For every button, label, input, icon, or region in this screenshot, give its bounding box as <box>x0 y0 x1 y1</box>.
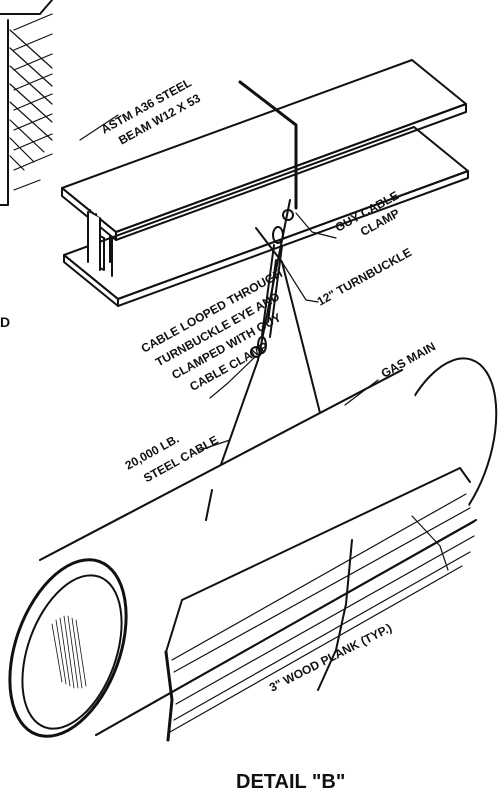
turnbuckle-label-group: 12" TURNBUCKLE <box>315 245 414 308</box>
lower-clamp-icon <box>250 346 262 358</box>
pipe-inner-shading <box>51 615 87 689</box>
pipe-inner-wall <box>21 574 123 730</box>
guy-clamp-label-group: GUY CABLE CLAMP <box>333 188 402 239</box>
leader-loop <box>209 355 257 399</box>
detail-title: DETAIL "B" <box>236 771 345 793</box>
leader-turnbuckle <box>281 261 319 303</box>
hatched-wall-fragment <box>0 0 53 206</box>
beam-web-front <box>88 212 100 270</box>
guy-cable-clamp-icon <box>282 209 294 221</box>
cable-over-beam <box>238 80 298 210</box>
wall-hatching <box>9 13 53 191</box>
wood-planks <box>164 467 475 742</box>
wall-edge <box>0 19 9 206</box>
left-fragment-text: D <box>0 314 10 330</box>
gas-main-pipe <box>8 357 498 738</box>
leader-steel-cable <box>199 439 231 451</box>
turnbuckle-body <box>261 244 283 338</box>
turnbuckle-label: 12" TURNBUCKLE <box>315 245 414 308</box>
turnbuckle-icon <box>257 226 284 354</box>
pipe-near-end <box>8 558 128 738</box>
pipe-body-fill <box>40 370 476 735</box>
wall-top-edge <box>0 0 53 15</box>
plank-end-edge <box>164 650 174 742</box>
leader-wood-plank <box>411 515 449 571</box>
beam-web-outline <box>87 211 113 277</box>
gas-main-label-group: GAS MAIN <box>379 339 438 380</box>
leader-beam <box>79 114 119 141</box>
cable-wrap-pipe <box>317 539 353 691</box>
beam-bottom-flange-front <box>63 254 119 307</box>
beam-label-group: ASTM A36 STEEL BEAM W12 X 53 <box>99 75 203 147</box>
beam-bottom-flange-side <box>117 170 469 307</box>
cable-upper-right <box>255 227 283 263</box>
steel-i-beam <box>61 59 469 307</box>
leader-lines <box>79 114 449 571</box>
leader-guy-clamp <box>295 212 337 239</box>
plank-lines <box>169 493 475 733</box>
gas-main-label: GAS MAIN <box>379 339 438 380</box>
plank-top-edge <box>165 467 471 653</box>
cable-wrap-left <box>205 489 213 521</box>
beam-top-flange-side <box>115 103 467 241</box>
leader-gas-main <box>344 379 379 406</box>
